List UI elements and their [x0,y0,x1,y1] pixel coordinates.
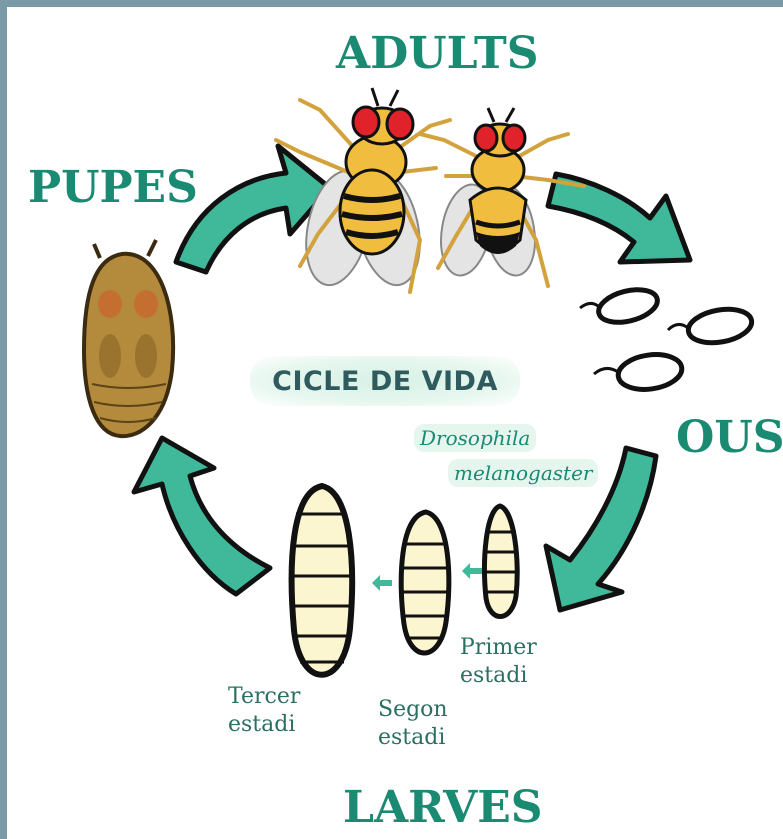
larva-second-instar [401,512,450,653]
larval-stage-label-3: Tercer estadi [228,683,300,739]
stage-label-adults: ADULTS [336,32,539,76]
small-arrow-2 [372,575,392,591]
larval-stage-label-1-line2: estadi [460,662,537,690]
pupa [84,240,173,436]
larval-stage-label-2-line1: Segon [378,696,448,724]
larval-stage-label-3-line2: estadi [228,711,300,739]
larval-stage-label-3-line1: Tercer [228,683,300,711]
larval-stage-label-2-line2: estadi [378,724,448,752]
species-epithet: melanogaster [448,459,598,487]
small-arrow-1 [462,563,482,579]
arrow-larva-to-pupa [134,438,270,594]
larval-stage-label-1: Primer estadi [460,634,537,690]
eggs [580,284,754,393]
larva-third-instar [292,486,352,675]
larval-stage-label-2: Segon estadi [378,696,448,752]
species-genus: Drosophila [414,424,536,452]
larva-first-instar [485,506,518,617]
larval-stage-label-1-line1: Primer [460,634,537,662]
stage-label-pupes: PUPES [28,166,198,210]
center-title: CICLE DE VIDA [250,356,520,406]
stage-label-ous: OUS [676,416,783,460]
stage-label-larves: LARVES [343,786,543,830]
arrow-adult-to-eggs [548,174,690,262]
